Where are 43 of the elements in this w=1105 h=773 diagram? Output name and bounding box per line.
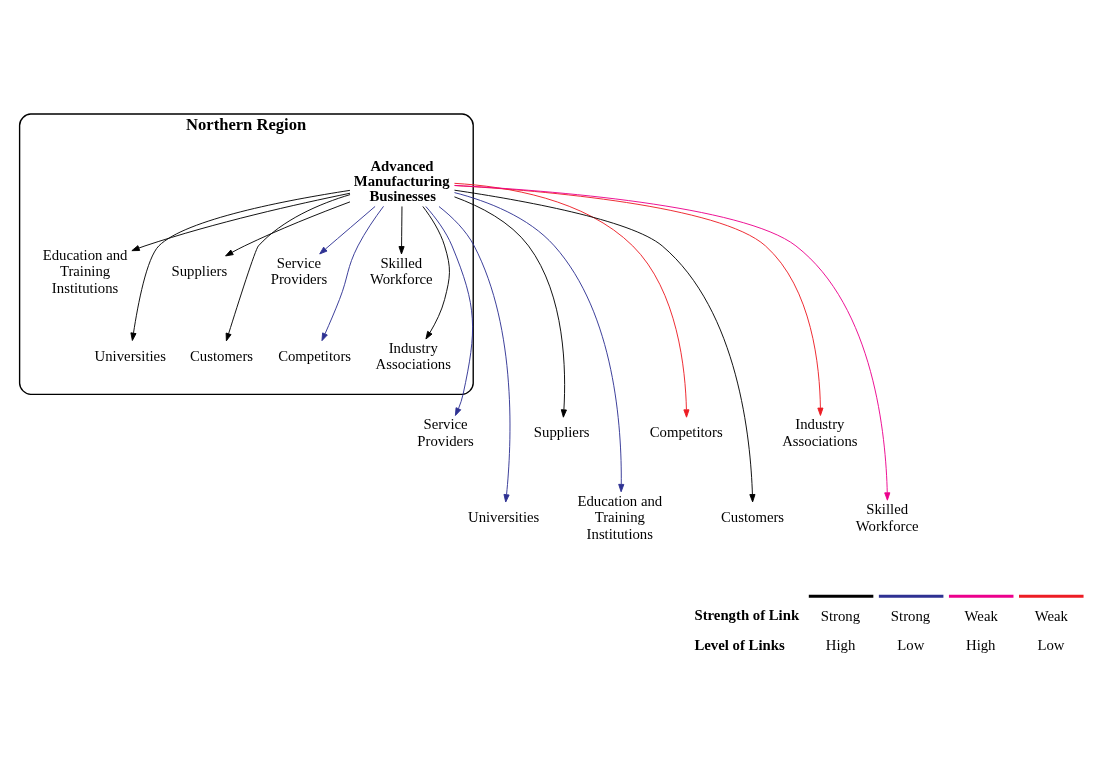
label: Weak: [964, 607, 998, 624]
arrow: [422, 206, 450, 340]
node-text: Skilled Workforce: [855, 501, 919, 534]
arrow: [454, 182, 690, 418]
node-text: Skilled Workforce: [369, 254, 433, 288]
arrow: [454, 196, 567, 418]
node-text: Competitors: [649, 424, 723, 441]
node-text: Competitors: [278, 347, 352, 364]
node-text: Customers: [721, 509, 785, 526]
arrow: [454, 185, 824, 416]
label: Strong: [890, 607, 931, 624]
label: High: [966, 637, 996, 654]
arrow: [398, 206, 405, 255]
node-text: Advanced Manufacturing Businesses: [353, 158, 450, 204]
node-text: Universities: [468, 509, 540, 526]
arrow: [319, 206, 376, 255]
arrow: [225, 194, 351, 342]
node-text: Education and Training Institutions: [42, 246, 128, 296]
label: Level of Links: [694, 636, 785, 653]
node-text: Customers: [189, 347, 254, 364]
node-text: Industry Associations: [375, 339, 451, 373]
arrow: [454, 192, 625, 493]
arrow: [438, 206, 511, 503]
label: Strength of Link: [694, 607, 800, 624]
node-text: Service Providers: [270, 254, 328, 288]
node-text: Industry Associations: [782, 416, 858, 449]
node-text: Service Providers: [417, 416, 474, 449]
node-text: Suppliers: [171, 263, 228, 280]
label: High: [825, 637, 856, 654]
arrow: [321, 205, 384, 342]
arrow: [225, 201, 351, 257]
arrow: [130, 189, 351, 341]
arrow: [131, 192, 351, 252]
node-text: Education and Training Institutions: [577, 492, 663, 542]
arrow: [454, 189, 756, 503]
label: Low: [897, 637, 925, 654]
arrow: [454, 184, 891, 501]
node-text: Suppliers: [533, 424, 590, 441]
node-text: Universities: [94, 347, 166, 364]
label: Low: [1037, 637, 1065, 654]
label: Weak: [1034, 607, 1068, 624]
arrow: [425, 206, 474, 416]
label: Strong: [820, 607, 861, 624]
